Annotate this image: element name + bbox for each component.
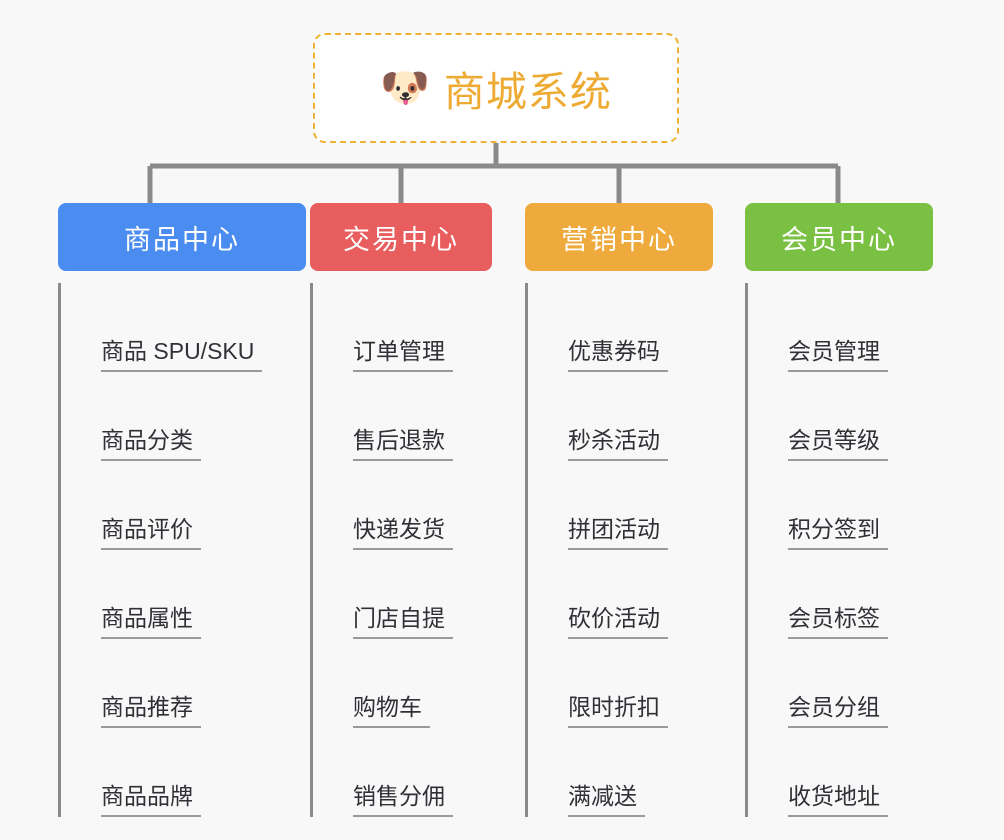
list-item[interactable]: 拼团活动: [528, 461, 713, 550]
list-item[interactable]: 会员标签: [748, 550, 933, 639]
branch-items-product-center: 商品 SPU/SKU 商品分类 商品评价 商品属性 商品推荐 商品品牌: [58, 283, 306, 817]
list-item[interactable]: 收货地址: [748, 728, 933, 817]
list-item-label: 商品评价: [101, 516, 201, 550]
branch-header-trade-center[interactable]: 交易中心: [310, 203, 492, 271]
list-item-label: 商品品牌: [101, 783, 201, 817]
list-item[interactable]: 销售分佣: [313, 728, 492, 817]
list-item[interactable]: 快递发货: [313, 461, 492, 550]
list-item[interactable]: 售后退款: [313, 372, 492, 461]
list-item-label: 优惠券码: [568, 338, 668, 372]
branch-header-product-center[interactable]: 商品中心: [58, 203, 306, 271]
list-item-label: 秒杀活动: [568, 427, 668, 461]
branch-header-label: 商品中心: [124, 224, 240, 255]
list-item[interactable]: 限时折扣: [528, 639, 713, 728]
branch-marketing-center: 营销中心 优惠券码 秒杀活动 拼团活动 砍价活动 限时折扣 满减送: [525, 203, 713, 817]
list-item[interactable]: 优惠券码: [528, 283, 713, 372]
list-item-label: 门店自提: [353, 605, 453, 639]
list-item-label: 订单管理: [353, 338, 453, 372]
list-item-label: 会员管理: [788, 338, 888, 372]
list-item-label: 满减送: [568, 783, 645, 817]
branch-header-marketing-center[interactable]: 营销中心: [525, 203, 713, 271]
branch-header-label: 营销中心: [561, 224, 677, 255]
branch-items-member-center: 会员管理 会员等级 积分签到 会员标签 会员分组 收货地址: [745, 283, 933, 817]
list-item[interactable]: 商品评价: [61, 461, 306, 550]
list-item-label: 限时折扣: [568, 694, 668, 728]
list-item[interactable]: 砍价活动: [528, 550, 713, 639]
list-item-label: 会员分组: [788, 694, 888, 728]
list-item-label: 会员等级: [788, 427, 888, 461]
branch-trade-center: 交易中心 订单管理 售后退款 快递发货 门店自提 购物车 销售分佣: [310, 203, 492, 817]
list-item-label: 商品属性: [101, 605, 201, 639]
list-item-label: 拼团活动: [568, 516, 668, 550]
list-item[interactable]: 会员分组: [748, 639, 933, 728]
root-node[interactable]: 🐶 商城系统: [313, 33, 679, 143]
list-item[interactable]: 订单管理: [313, 283, 492, 372]
branch-header-member-center[interactable]: 会员中心: [745, 203, 933, 271]
list-item-label: 商品分类: [101, 427, 201, 461]
branch-items-trade-center: 订单管理 售后退款 快递发货 门店自提 购物车 销售分佣: [310, 283, 492, 817]
root-title: 商城系统: [443, 69, 612, 115]
shiba-dog-face-icon: 🐶: [380, 66, 430, 110]
list-item-label: 商品 SPU/SKU: [101, 338, 263, 372]
list-item[interactable]: 商品属性: [61, 550, 306, 639]
branch-items-marketing-center: 优惠券码 秒杀活动 拼团活动 砍价活动 限时折扣 满减送: [525, 283, 713, 817]
list-item[interactable]: 门店自提: [313, 550, 492, 639]
list-item-label: 销售分佣: [353, 783, 453, 817]
list-item[interactable]: 会员管理: [748, 283, 933, 372]
branch-header-label: 会员中心: [781, 224, 897, 255]
list-item[interactable]: 秒杀活动: [528, 372, 713, 461]
list-item-label: 砍价活动: [568, 605, 668, 639]
branch-header-label: 交易中心: [343, 224, 459, 255]
list-item[interactable]: 会员等级: [748, 372, 933, 461]
list-item-label: 快递发货: [353, 516, 453, 550]
list-item-label: 收货地址: [788, 783, 888, 817]
list-item-label: 购物车: [353, 694, 430, 728]
list-item[interactable]: 商品 SPU/SKU: [61, 283, 306, 372]
list-item[interactable]: 商品品牌: [61, 728, 306, 817]
list-item-label: 商品推荐: [101, 694, 201, 728]
list-item[interactable]: 满减送: [528, 728, 713, 817]
list-item-label: 会员标签: [788, 605, 888, 639]
list-item[interactable]: 商品分类: [61, 372, 306, 461]
branch-member-center: 会员中心 会员管理 会员等级 积分签到 会员标签 会员分组 收货地址: [745, 203, 933, 817]
list-item[interactable]: 积分签到: [748, 461, 933, 550]
list-item[interactable]: 购物车: [313, 639, 492, 728]
list-item-label: 售后退款: [353, 427, 453, 461]
list-item[interactable]: 商品推荐: [61, 639, 306, 728]
branch-product-center: 商品中心 商品 SPU/SKU 商品分类 商品评价 商品属性 商品推荐 商品品牌: [58, 203, 306, 817]
list-item-label: 积分签到: [788, 516, 888, 550]
